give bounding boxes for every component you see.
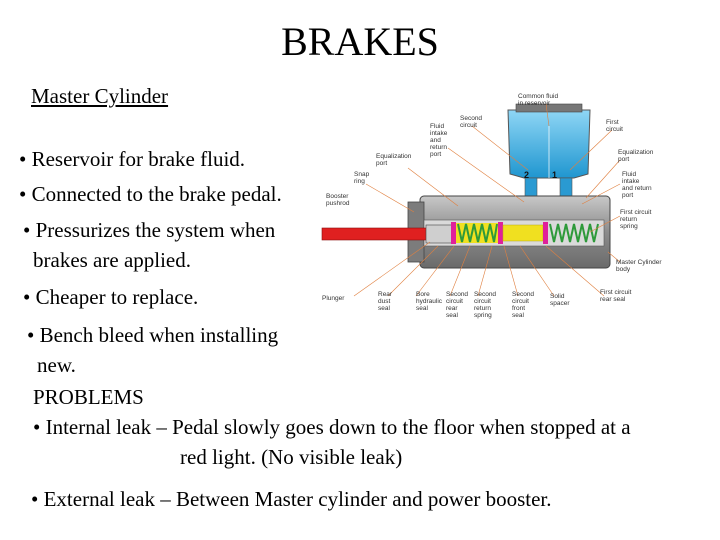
rear-seal	[451, 222, 456, 244]
bullet-reservoir: • Reservoir for brake fluid.	[19, 147, 246, 171]
label-second-circuit-spring: Second circuit return spring	[474, 291, 498, 319]
label-first-circuit-spring: First circuit return spring	[620, 209, 653, 230]
label-second-circuit-rear: Second circuit rear seal	[446, 291, 470, 319]
second-front-seal	[498, 222, 503, 244]
label-plunger: Plunger	[322, 295, 345, 302]
booster-pushrod	[321, 227, 429, 241]
bullet-connected: • Connected to the brake pedal.	[19, 182, 282, 206]
label-bore-seal: Bore hydraulic seal	[416, 291, 444, 312]
first-rear-seal	[543, 222, 548, 244]
problems-heading: PROBLEMS	[33, 385, 144, 409]
label-rear-dust-seal: Rear dust seal	[378, 291, 394, 312]
problem-internal-line2: red light. (No visible leak)	[180, 445, 403, 469]
page-title: BRAKES	[281, 19, 439, 64]
problem-external: • External leak – Between Master cylinde…	[31, 487, 552, 511]
bullet-cheaper: • Cheaper to replace.	[23, 285, 199, 309]
svg-text:1: 1	[552, 170, 557, 180]
label-fluid-intake-right: Fluid intake and return port	[622, 171, 653, 199]
first-circuit-spring	[549, 223, 599, 243]
label-fluid-intake-left: Fluid intake and return port	[430, 123, 449, 158]
bullet-bench-bleed-line2: new.	[37, 353, 76, 377]
second-circuit-spring	[457, 223, 498, 243]
label-second-circuit-front: Second circuit front seal	[512, 291, 536, 319]
bullet-bench-bleed-line1: • Bench bleed when installing	[27, 323, 279, 347]
svg-text:2: 2	[524, 170, 529, 180]
plunger	[425, 224, 453, 244]
solid-spacer	[502, 224, 544, 242]
bullet-pressurizes-line2: brakes are applied.	[33, 248, 192, 272]
reservoir-cap	[515, 103, 583, 113]
section-subtitle: Master Cylinder	[31, 84, 169, 108]
bullet-pressurizes-line1: • Pressurizes the system when	[23, 218, 276, 242]
problem-internal-line1: • Internal leak – Pedal slowly goes down…	[33, 415, 631, 439]
